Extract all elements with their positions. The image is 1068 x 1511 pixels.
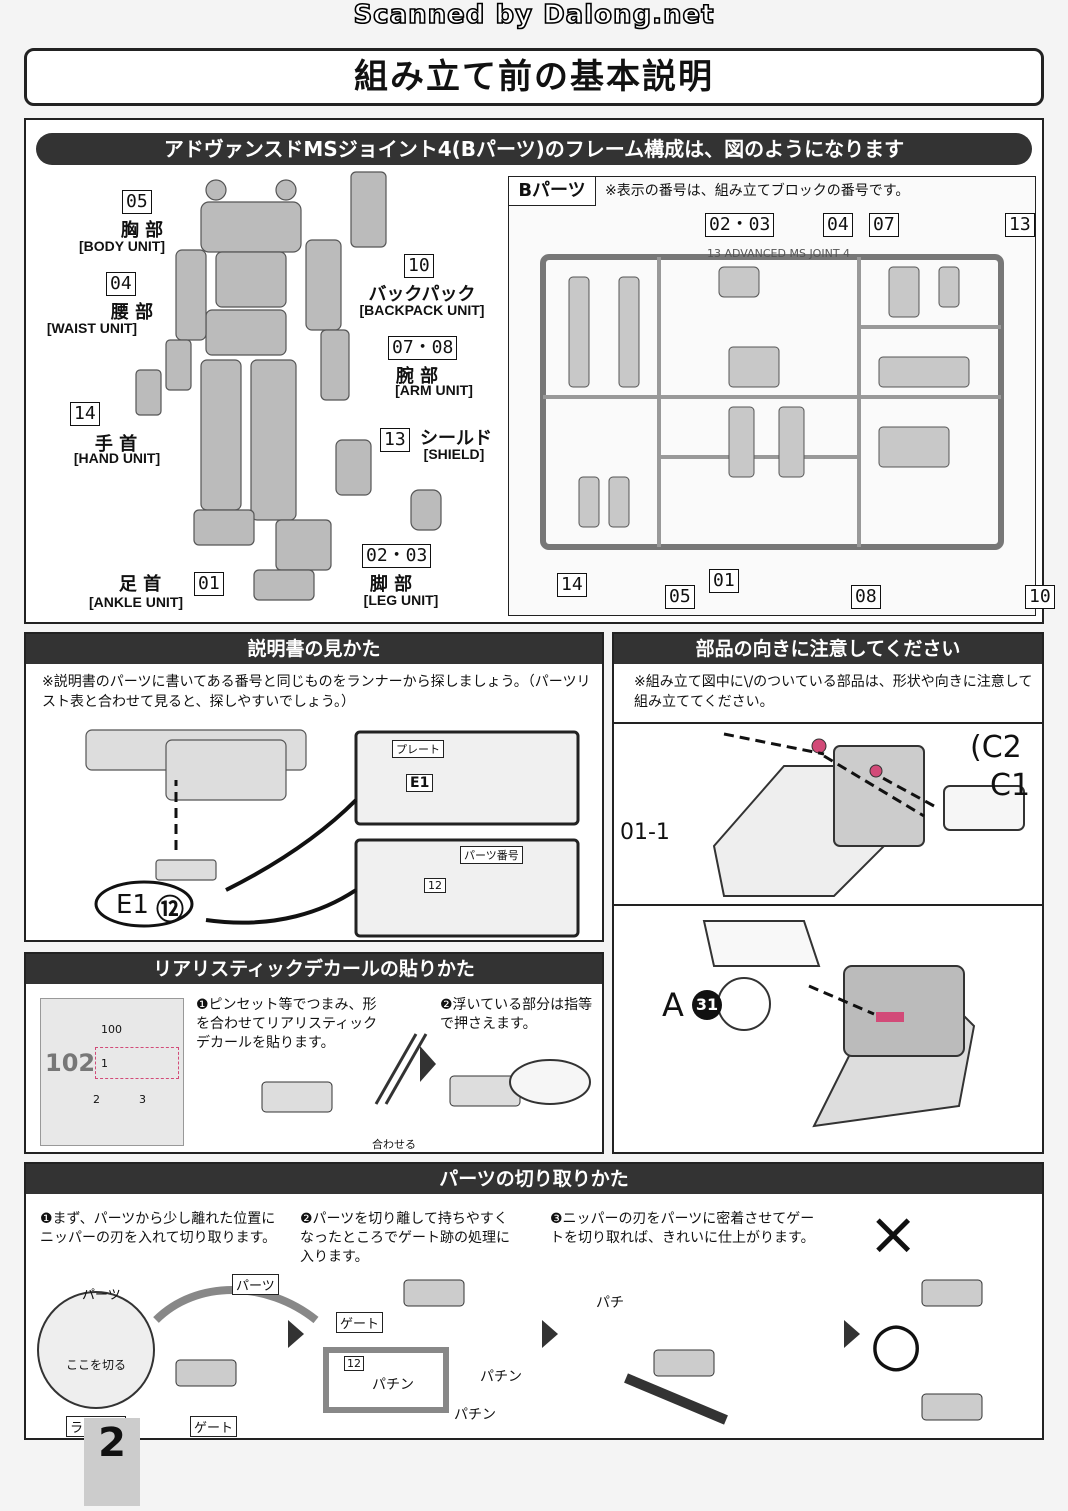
page-title-box: 組み立て前の基本説明 <box>24 48 1044 106</box>
manual-panel: 説明書の見かた ※説明書のパーツに書いてある番号と同じものをランナーから探しまし… <box>24 632 604 942</box>
label-cut-here: ここを切る <box>66 1358 127 1372</box>
label-body-jp: 胸 部 <box>120 220 164 241</box>
watermark: Scanned by Dalong.net <box>353 0 715 31</box>
cutting-illustration <box>37 1279 983 1425</box>
b-callout-07: 07 <box>869 213 899 237</box>
decal-sheet: 102 100 1 2 3 <box>40 998 184 1146</box>
decal-header: リアリスティックデカールの貼りかた <box>26 954 602 984</box>
b-callout-08: 08 <box>851 585 881 609</box>
plate-label: プレート <box>392 740 444 758</box>
decal-sheet-text: 102 <box>45 1049 96 1077</box>
snap-4: パチ <box>596 1295 624 1311</box>
orientation-label-a: A <box>662 986 684 1024</box>
callout-num-02-03: 02・03 <box>362 544 432 568</box>
b-parts-box: Bパーツ ※表示の番号は、組み立てブロックの番号です。 <box>508 176 1055 616</box>
manual-note: ※説明書のパーツに書いてある番号と同じものをランナーから探しましょう。（パーツリ… <box>42 674 591 710</box>
decal-step2: ❷浮いている部分は指等で押さえます。 <box>440 997 593 1032</box>
label-parts-curved: パーツ <box>82 1288 121 1303</box>
b-parts-label: Bパーツ <box>509 177 596 206</box>
b-callout-04: 04 <box>823 213 853 237</box>
cutting-panel: パーツの切り取りかた ❶まず、パーツから少し離れた位置にニッパーの刃を入れて切り… <box>24 1162 1044 1440</box>
orientation-label-01-1: 01-1 <box>620 820 670 845</box>
label-gate: ゲート <box>190 1416 238 1437</box>
label-shield-jp: シールド <box>420 428 492 449</box>
callout-num-05: 05 <box>122 190 152 214</box>
part-code: E1 <box>116 890 149 920</box>
manual-header: 説明書の見かた <box>26 634 602 664</box>
tag-num: 12 <box>424 878 446 893</box>
orientation-illustration-bottom <box>702 920 976 1128</box>
b-callout-01: 01 <box>709 569 739 593</box>
label-backpack-en: [BACKPACK UNIT] <box>359 302 485 318</box>
frame-panel: アドヴァンスドMSジョイント4(Bパーツ)のフレーム構成は、図のようになります … <box>24 118 1055 624</box>
b-callout-05: 05 <box>665 585 695 609</box>
callout-num-07-08: 07・08 <box>388 336 458 360</box>
cutting-step3: ❸ニッパーの刃をパーツに密着させてゲートを切り取れば、きれいに仕上がります。 <box>550 1211 815 1246</box>
frame-figure <box>135 171 442 601</box>
b-callout-13: 13 <box>1005 213 1035 237</box>
orientation-illustration-top <box>712 732 1025 897</box>
decal-num-1: 1 <box>101 1057 108 1070</box>
part-no-label: パーツ番号 <box>460 846 523 864</box>
snap-1: パチン <box>372 1377 414 1393</box>
callout-num-04: 04 <box>106 272 136 296</box>
decal-align-label: 合わせる <box>372 1138 416 1151</box>
orientation-label-c1: C1 <box>990 768 1031 803</box>
label-ankle-en: [ANKLE UNIT] <box>88 594 184 610</box>
decal-step1: ❶ピンセット等でつまみ、形を合わせてリアリスティックデカールを貼ります。 <box>196 997 378 1051</box>
b-callout-10: 10 <box>1025 585 1055 609</box>
b-callout-02-03: 02・03 <box>705 213 775 237</box>
orientation-divider <box>614 722 1042 724</box>
snap-3: パチン <box>454 1407 496 1423</box>
runner-diagram <box>540 254 1004 550</box>
part-num: ⑫ <box>156 893 185 926</box>
decal-panel: リアリスティックデカールの貼りかた 102 100 1 2 3 ❶ピンセット等で… <box>24 952 604 1154</box>
label-leg-jp: 脚 部 <box>369 574 413 595</box>
page-title: 組み立て前の基本説明 <box>354 57 714 97</box>
decal-highlight <box>95 1047 179 1079</box>
label-hand-en: [HAND UNIT] <box>73 450 161 466</box>
label-parts: パーツ <box>232 1274 279 1295</box>
snap-2: パチン <box>480 1369 522 1385</box>
tag-num-12: 12 <box>344 1356 364 1371</box>
label-body-en: [BODY UNIT] <box>78 238 166 254</box>
orientation-header: 部品の向きに注意してください <box>614 634 1042 664</box>
callout-num-10: 10 <box>404 254 434 278</box>
label-hand-jp: 手 首 <box>94 434 138 455</box>
bad-mark: × <box>868 1199 919 1269</box>
decal-num-2: 2 <box>93 1093 100 1106</box>
plate-code: E1 <box>406 774 434 792</box>
orientation-num-31: 31 <box>692 990 722 1020</box>
label-shield-en: [SHIELD] <box>423 446 485 462</box>
orientation-divider-2 <box>614 904 1042 906</box>
label-arm-jp: 腕 部 <box>395 366 439 387</box>
manual-illustration <box>85 729 580 938</box>
label-arm-en: [ARM UNIT] <box>395 382 473 398</box>
orientation-label-c2: (C2 <box>970 730 1022 765</box>
label-backpack-jp: バックパック <box>368 284 476 305</box>
callout-num-14: 14 <box>70 402 100 426</box>
cutting-step1: ❶まず、パーツから少し離れた位置にニッパーの刃を入れて切り取ります。 <box>40 1211 277 1246</box>
orientation-note: ※組み立て図中に\/のついている部品は、形状や向きに注意して組み立ててください。 <box>634 674 1033 710</box>
label-leg-en: [LEG UNIT] <box>363 592 439 608</box>
decal-illustration <box>261 1033 591 1113</box>
b-parts-note: ※表示の番号は、組み立てブロックの番号です。 <box>605 183 910 199</box>
runner-text: 13 ADVANCED MS JOINT 4 <box>707 247 851 260</box>
label-ankle-jp: 足 首 <box>118 574 162 595</box>
callout-num-13: 13 <box>380 428 410 452</box>
cutting-header: パーツの切り取りかた <box>26 1164 1042 1194</box>
decal-num-3: 3 <box>139 1093 146 1106</box>
label-gate-2: ゲート <box>336 1312 384 1333</box>
callout-num-01: 01 <box>194 572 224 596</box>
label-waist-jp: 腰 部 <box>110 302 154 323</box>
label-waist-en: [WAIST UNIT] <box>46 320 138 336</box>
orientation-panel: 部品の向きに注意してください ※組み立て図中に\/のついている部品は、形状や向き… <box>612 632 1044 1154</box>
good-mark: ○ <box>870 1309 923 1379</box>
decal-num-100: 100 <box>101 1023 122 1036</box>
frame-header: アドヴァンスドMSジョイント4(Bパーツ)のフレーム構成は、図のようになります <box>36 133 1032 165</box>
page-number: 2 <box>84 1418 140 1506</box>
b-callout-14: 14 <box>557 573 587 597</box>
cutting-step2: ❷パーツを切り離して持ちやすくなったところでゲート跡の処理に入ります。 <box>300 1211 510 1265</box>
